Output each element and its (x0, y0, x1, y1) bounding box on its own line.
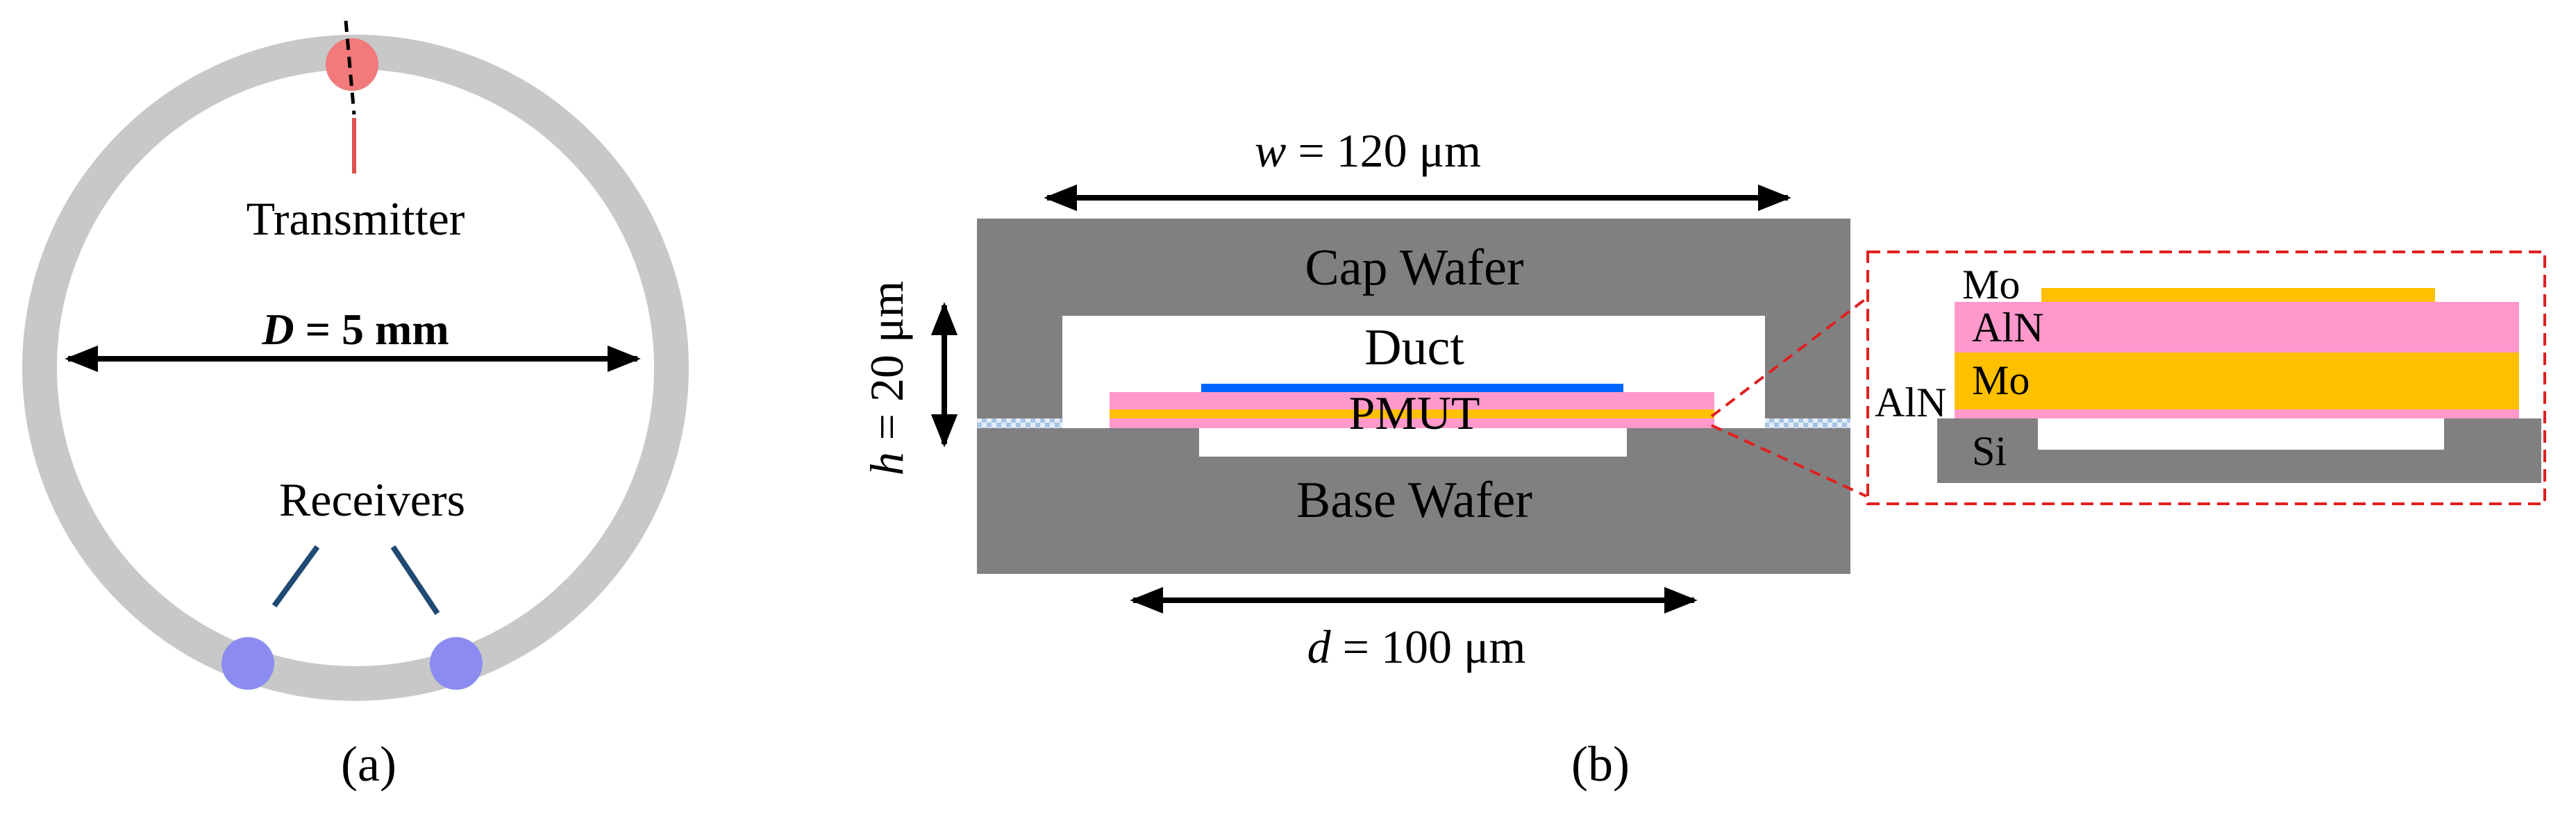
panel-a-caption: (a) (341, 736, 396, 792)
receiver-right-dot (430, 637, 483, 690)
inset-aln-side-label: AlN (1875, 380, 1946, 425)
base-wafer-label: Base Wafer (1296, 472, 1532, 529)
inset-aln-top-layer (1955, 302, 2519, 353)
inset-mo-top-electrode (2041, 288, 2435, 302)
transmitter-dot (326, 38, 378, 91)
duct-label: Duct (1364, 319, 1464, 376)
panel-b: w = 120 μm Cap Wafer Duct PMUT Base Wafe… (860, 124, 1868, 792)
panel-a: Transmitter D = 5 mm Receivers (a) (22, 20, 689, 792)
panel-b-caption: (b) (1571, 736, 1630, 792)
inset-aln-bottom-layer (1955, 409, 2519, 418)
bond-layer-left (977, 418, 1062, 430)
bond-layer-right (1765, 418, 1850, 430)
base-cavity (1199, 428, 1627, 457)
diameter-d-label: d = 100 μm (1307, 620, 1526, 673)
pmut-gold-layer (1110, 409, 1714, 418)
receiver-left-pointer (271, 545, 320, 608)
inset-cavity (2038, 418, 2444, 450)
receivers-label: Receivers (279, 473, 465, 526)
pmut-label: PMUT (1349, 387, 1480, 439)
transmitter-label: Transmitter (246, 192, 465, 245)
zoom-connector-bottom (1711, 424, 1867, 498)
diameter-label: D = 5 mm (261, 305, 449, 354)
transmitter-axis-dashed (344, 20, 356, 115)
inset-zoom: Mo AlN Mo AlN Si (1866, 251, 2546, 505)
inset-mo-mid-layer (1955, 353, 2519, 409)
inset-mo-top-label: Mo (1962, 262, 2020, 307)
inset-si-label: Si (1972, 428, 2007, 474)
inset-aln-top-label: AlN (1972, 305, 2043, 350)
inset-frame (1866, 251, 2546, 505)
width-label: w = 120 μm (1255, 124, 1481, 177)
inset-mo-mid-label: Mo (1972, 357, 2030, 403)
height-label: h = 20 μm (860, 281, 913, 476)
receiver-left-dot (221, 637, 274, 690)
zoom-connector-top (1710, 297, 1868, 418)
receiver-right-pointer (390, 545, 440, 616)
pmut-top-electrode (1201, 384, 1623, 392)
cap-wafer-label: Cap Wafer (1305, 239, 1523, 296)
